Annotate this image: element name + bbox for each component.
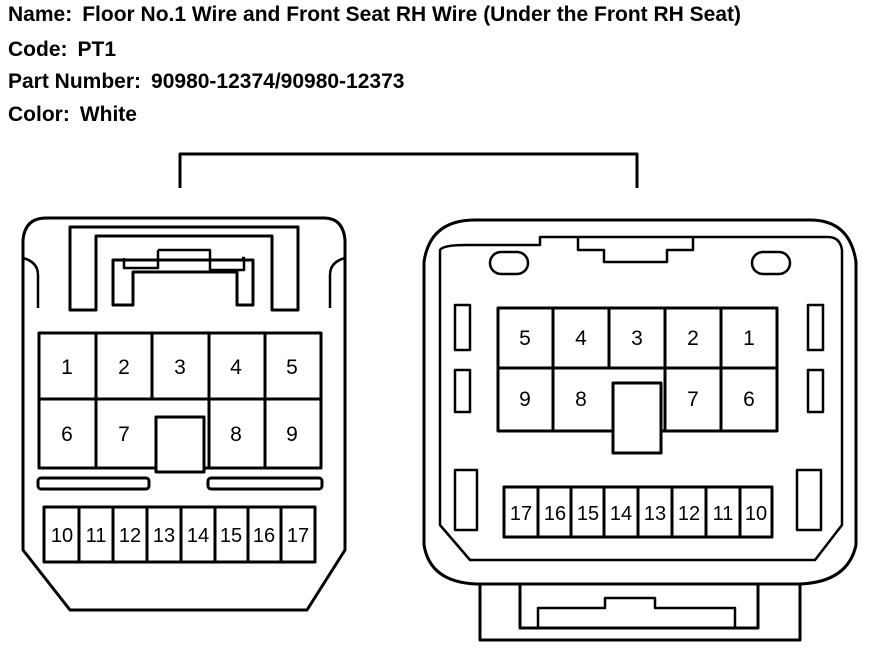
right-pin-label: 15 bbox=[577, 503, 599, 525]
connector-code-row: Code: PT1 bbox=[8, 37, 116, 63]
left-pin-label: 4 bbox=[230, 356, 242, 379]
right-pin-label: 4 bbox=[575, 327, 587, 350]
left-divider-bar bbox=[36, 476, 151, 491]
left-pin-label: 14 bbox=[187, 525, 209, 547]
right-connector-mount-hole bbox=[750, 250, 792, 276]
color-row: Color: White bbox=[8, 102, 137, 128]
right-pin-label: 5 bbox=[519, 327, 531, 350]
part-number-value: 90980-12374/90980-12373 bbox=[151, 70, 405, 93]
left-pin-label: 12 bbox=[119, 525, 141, 547]
left-connector-top-latch bbox=[68, 225, 300, 312]
right-connector-inner-frame bbox=[438, 235, 844, 562]
right-side-slot bbox=[453, 303, 472, 352]
left-center-key bbox=[154, 415, 206, 474]
connector-name-row: Name: Floor No.1 Wire and Front Seat RH W… bbox=[8, 2, 741, 28]
right-side-slot bbox=[806, 368, 825, 414]
right-connector-top-lock bbox=[576, 237, 695, 264]
left-pin-label: 7 bbox=[118, 423, 130, 446]
part-number-label: Part Number: bbox=[8, 70, 142, 93]
left-connector-body bbox=[21, 216, 347, 612]
left-pin-label: 5 bbox=[286, 356, 298, 379]
right-pin-label: 14 bbox=[610, 503, 632, 525]
left-pin-label: 6 bbox=[61, 423, 73, 446]
color-value: White bbox=[79, 103, 137, 126]
left-connector-lock bbox=[122, 248, 246, 272]
left-connector: 1 2 3 4 5 6 7 8 9 10 11 12 13 14 15 16 1… bbox=[21, 216, 347, 612]
left-pin-label: 3 bbox=[174, 356, 186, 379]
right-connector-bottom-tab bbox=[536, 596, 737, 628]
mating-bracket bbox=[178, 152, 639, 188]
left-pin-label: 8 bbox=[230, 423, 242, 446]
name-value: Floor No.1 Wire and Front Seat RH Wire (… bbox=[82, 3, 742, 26]
right-side-slot bbox=[806, 303, 825, 352]
part-number-row: Part Number: 90980-12374/90980-12373 bbox=[8, 69, 404, 95]
left-pin-label: 9 bbox=[286, 423, 298, 446]
right-pin-label: 16 bbox=[544, 503, 566, 525]
code-value: PT1 bbox=[77, 38, 117, 61]
right-connector-bottom-housing bbox=[478, 584, 802, 642]
right-pin-label: 10 bbox=[745, 503, 767, 525]
right-side-slot bbox=[795, 468, 823, 532]
right-side-slot bbox=[453, 368, 472, 414]
left-divider-bar bbox=[206, 476, 324, 491]
right-pin-label: 13 bbox=[644, 503, 666, 525]
right-connector: 5 4 3 2 1 9 8 7 6 17 16 15 14 13 12 11 1… bbox=[422, 218, 858, 642]
left-pin-label: 15 bbox=[220, 525, 242, 547]
right-side-slot bbox=[453, 468, 479, 532]
left-pin-label: 2 bbox=[118, 356, 130, 379]
right-pin-label: 1 bbox=[743, 327, 755, 350]
name-label: Name: bbox=[8, 3, 73, 26]
right-pin-label: 8 bbox=[575, 388, 587, 411]
left-pin-label: 1 bbox=[61, 356, 73, 379]
left-connector-latch-inner bbox=[111, 258, 255, 307]
right-center-key bbox=[611, 381, 663, 455]
left-pin-label: 16 bbox=[253, 525, 275, 547]
left-pin-label: 11 bbox=[86, 525, 107, 547]
right-pin-label: 9 bbox=[519, 388, 531, 411]
right-pin-label: 11 bbox=[713, 503, 734, 525]
right-pin-label: 12 bbox=[678, 503, 700, 525]
right-pin-label: 17 bbox=[510, 503, 532, 525]
right-pin-label: 3 bbox=[631, 327, 643, 350]
code-label: Code: bbox=[8, 38, 68, 61]
color-label: Color: bbox=[8, 103, 70, 126]
left-pin-label: 10 bbox=[51, 525, 73, 547]
left-connector-side-notches bbox=[22, 256, 346, 308]
right-pin-label: 7 bbox=[687, 388, 699, 411]
right-pin-label: 2 bbox=[687, 327, 699, 350]
right-pin-label: 6 bbox=[743, 388, 755, 411]
left-pin-label: 13 bbox=[153, 525, 175, 547]
left-pin-label: 17 bbox=[287, 525, 309, 547]
right-connector-mount-hole bbox=[488, 250, 530, 276]
